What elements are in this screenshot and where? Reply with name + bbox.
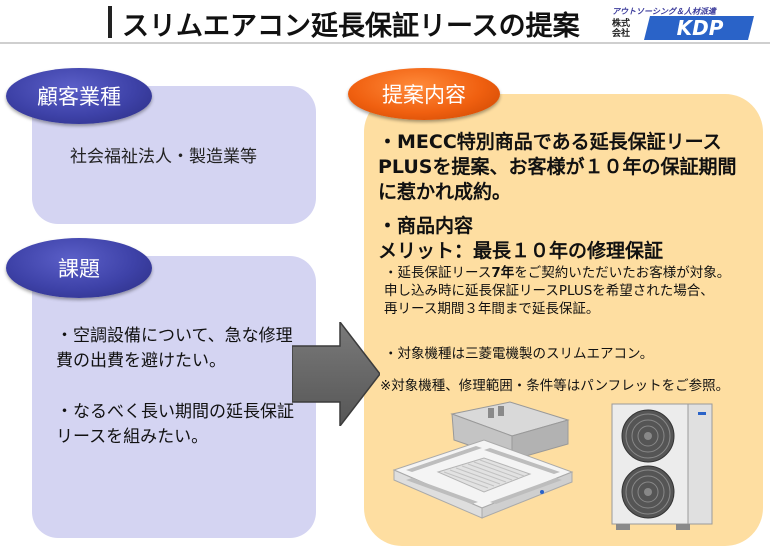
kdp-logo-icon: KDP xyxy=(644,16,754,40)
detail-line-3: 再リース期間３年間まで延長保証。 xyxy=(384,301,600,317)
product-content-block: ・商品内容 メリット：最長１０年の修理保証 xyxy=(378,214,663,264)
issues-panel xyxy=(32,256,316,538)
issues-label: 課題 xyxy=(6,238,152,298)
proposal-point-1: ・MECC特別商品である延長保証リースPLUSを提案、お客様が１０年の保証期間に… xyxy=(378,131,737,203)
logo-company-type: 株式会社 xyxy=(612,19,631,39)
detail-line-2: 申し込み時に延長保証リースPLUSを希望された場合、 xyxy=(384,283,714,299)
detail-line-1-post: をご契約いただいたお客様が対象。 xyxy=(514,265,731,281)
product-content-heading: ・商品内容 xyxy=(378,215,474,237)
issues-list: ・空調設備について、急な修理費の出費を避けたい。 ・なるべく長い期間の延長保証リ… xyxy=(56,324,296,476)
title-accent-bar xyxy=(108,6,112,38)
issue-item: ・なるべく長い期間の延長保証リースを組みたい。 xyxy=(56,402,294,447)
page-title: スリムエアコン延長保証リースの提案 xyxy=(122,11,580,42)
outdoor-ac-unit-image xyxy=(611,403,713,530)
logo-brand-text: KDP xyxy=(677,16,724,40)
target-models: ・対象機種は三菱電機製のスリムエアコン。 xyxy=(384,346,654,362)
header-divider xyxy=(0,42,770,44)
arrow-right-icon xyxy=(292,322,380,426)
ceiling-cassette-ac-image xyxy=(392,401,574,519)
customer-industry-label: 顧客業種 xyxy=(6,68,152,124)
proposal-label: 提案内容 xyxy=(348,68,500,120)
product-merit: メリット：最長１０年の修理保証 xyxy=(378,240,664,262)
detail-line-1: ・延長保証リース7年をご契約いただいたお客様が対象。 xyxy=(384,264,764,282)
company-logo: アウトソーシング＆人材派遣 株式会社 KDP xyxy=(612,6,762,40)
detail-line-1-pre: ・延長保証リース xyxy=(384,265,492,281)
pamphlet-note: ※対象機種、修理範囲・条件等はパンフレットをご参照。 xyxy=(380,378,730,394)
logo-tagline: アウトソーシング＆人材派遣 xyxy=(612,7,716,16)
detail-line-1-bold: 7年 xyxy=(491,265,515,281)
issue-item: ・空調設備について、急な修理費の出費を避けたい。 xyxy=(56,326,293,371)
product-detail: ・延長保証リース7年をご契約いただいたお客様が対象。 申し込み時に延長保証リース… xyxy=(384,264,764,318)
customer-industry-value: 社会福祉法人・製造業等 xyxy=(70,147,257,167)
